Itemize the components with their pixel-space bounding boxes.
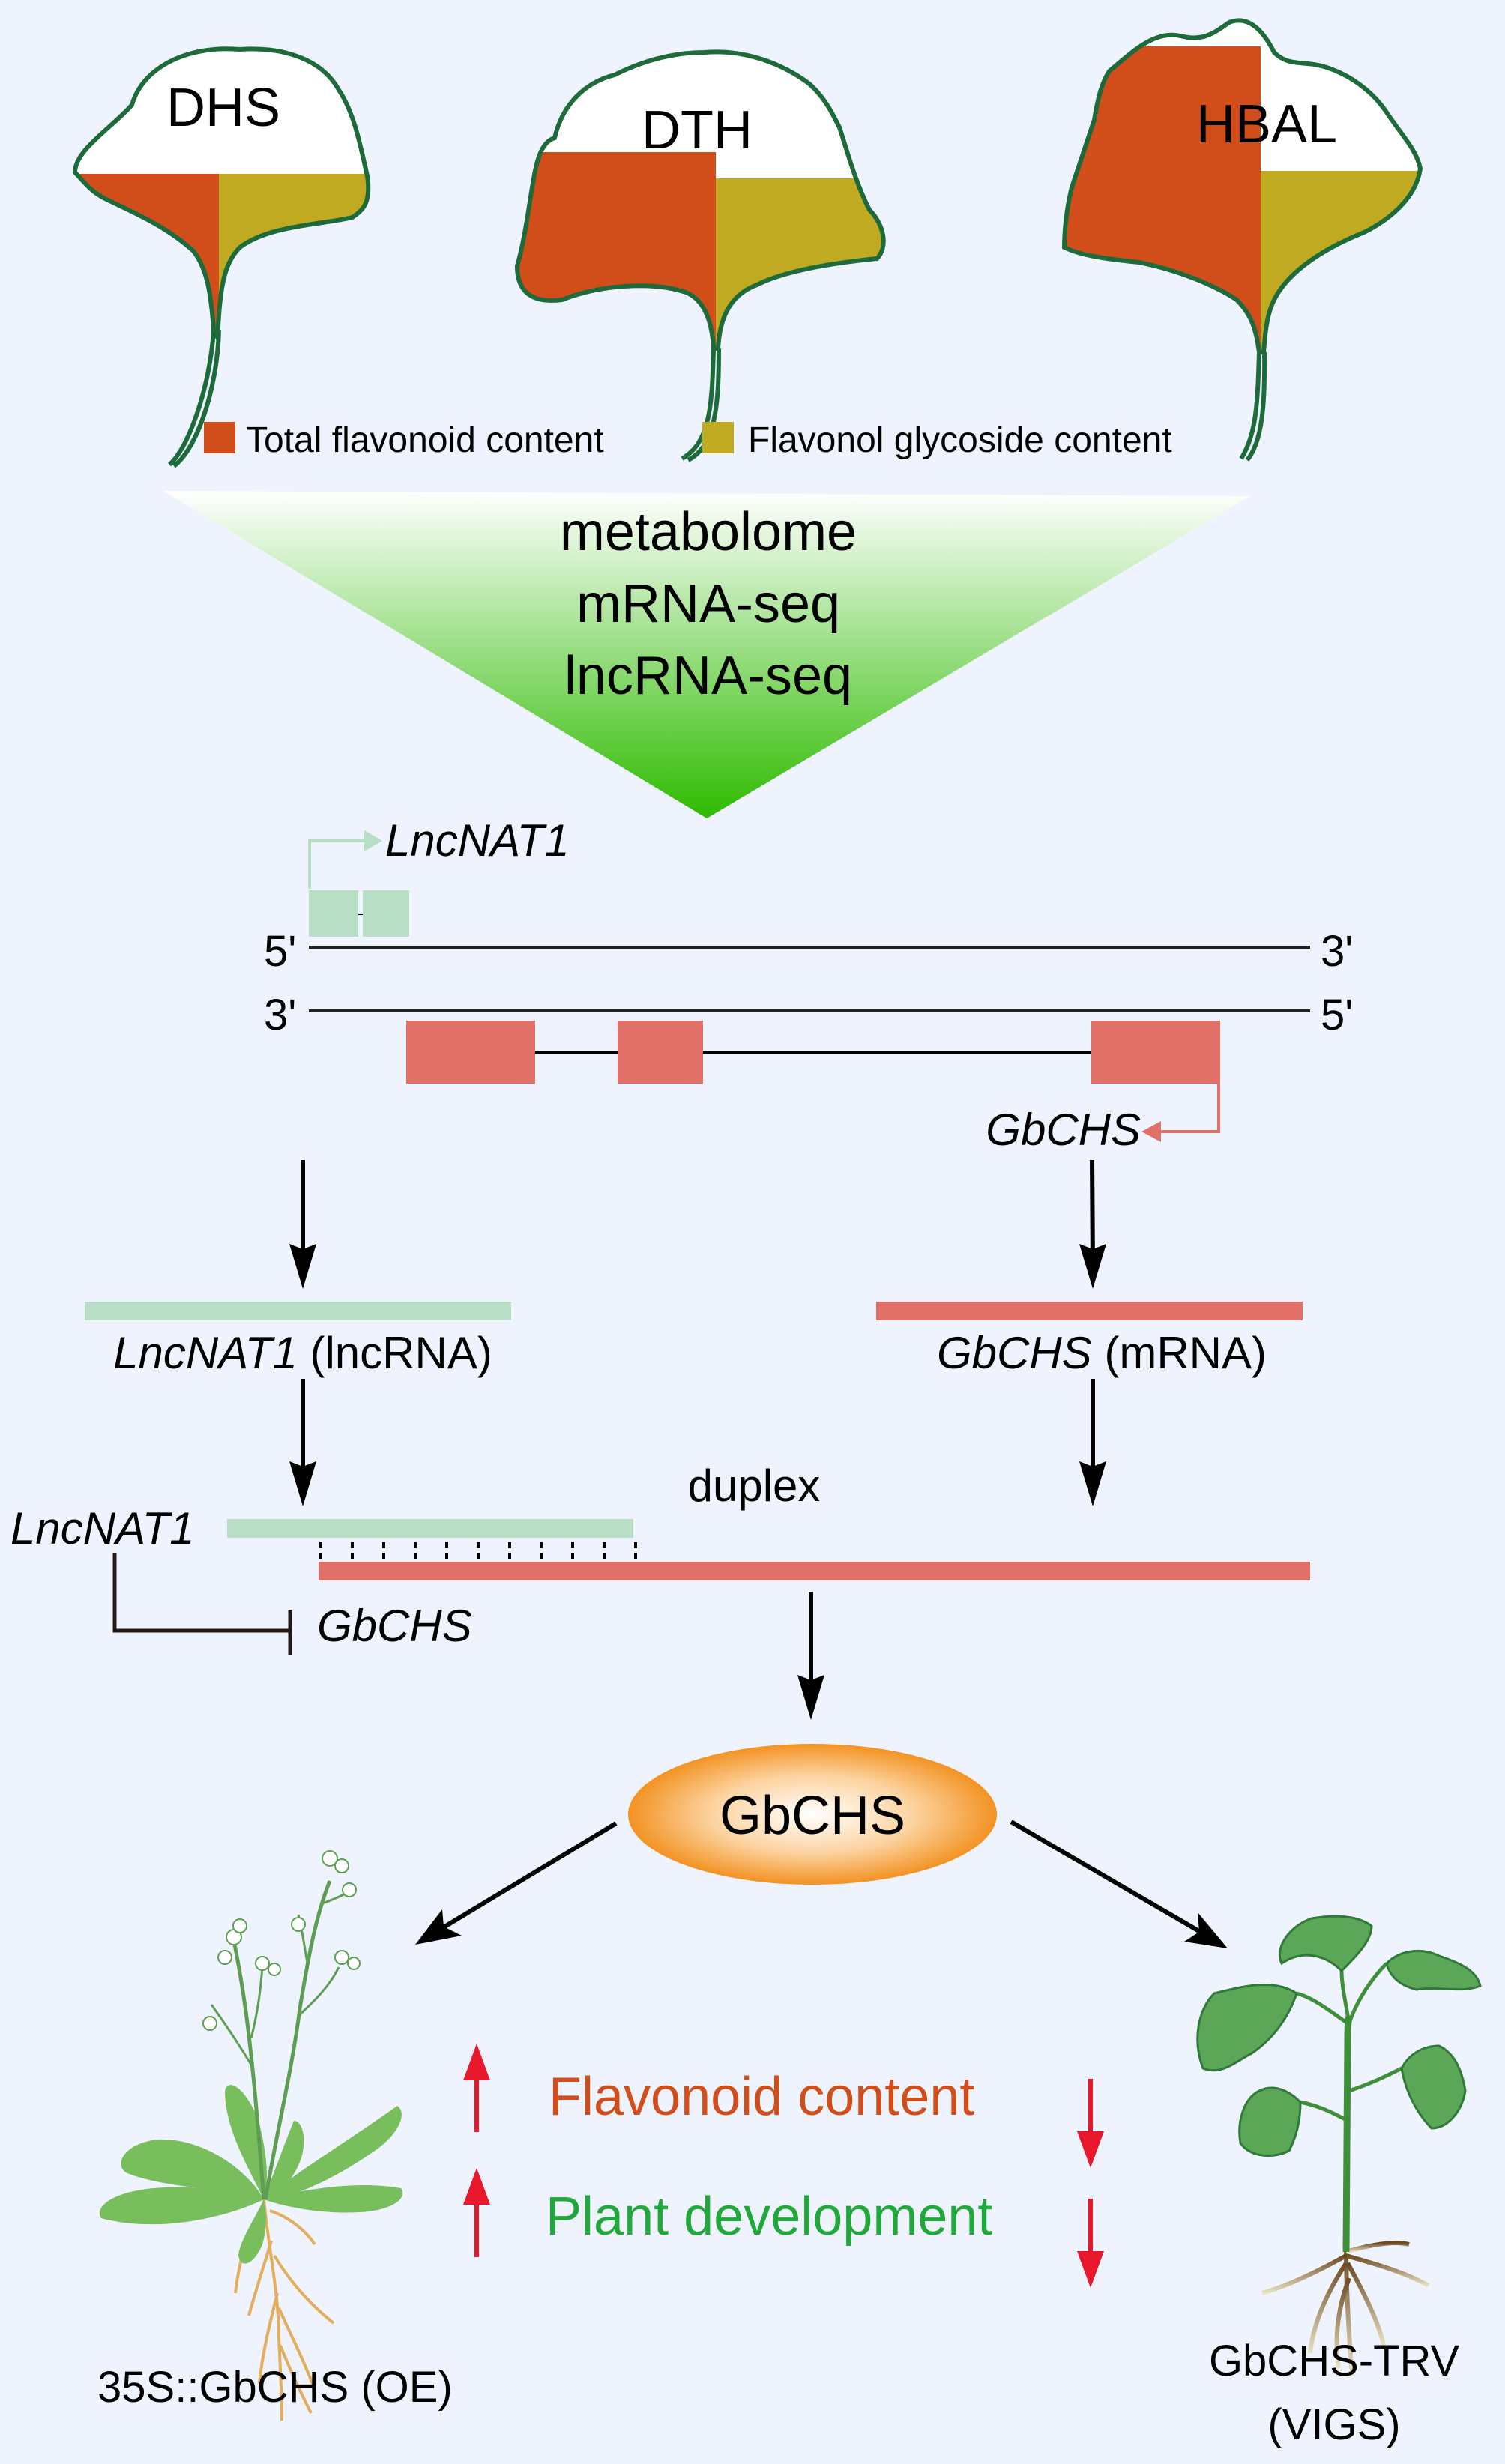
- arrowhead-left-down: [415, 1909, 462, 1945]
- legend-swatch-total-flavonoid: [204, 422, 235, 453]
- gbchs-tss-arrow: [1158, 1084, 1220, 1133]
- flower: [334, 1950, 349, 1965]
- effect-arrows: [415, 1820, 1228, 1948]
- down-arrow-icon: [1077, 2079, 1104, 2168]
- duplex-label: duplex: [688, 1461, 821, 1511]
- transcription-arrows: [289, 1159, 1106, 1289]
- flower: [232, 1918, 247, 1933]
- inhibition-line: [112, 1553, 290, 1633]
- ginkgo-seedling-icon: [1196, 1915, 1482, 2376]
- gbchs-protein: GbCHS: [628, 1744, 997, 1885]
- vigs-plant-label-line2: (VIGS): [1267, 2400, 1400, 2449]
- gbchs-exon-1: [406, 1021, 535, 1084]
- gene-locus: LncNAT1 5' 3' 3' 5' GbCHS: [264, 815, 1353, 1155]
- down-arrow-icon: [1077, 2199, 1104, 2288]
- transcripts: LncNAT1 (lncRNA) GbCHS (mRNA): [85, 1302, 1303, 1378]
- lncnat1-locus-label: LncNAT1: [385, 815, 570, 866]
- arrowhead-down: [1079, 1244, 1106, 1289]
- legend-swatch-flavonol-glycoside: [702, 422, 734, 453]
- ginkgo-leaf: [1385, 1949, 1482, 1991]
- arrowhead-right-down: [1184, 1912, 1228, 1948]
- dth-total-flavonoid-fill: [517, 152, 716, 348]
- lncrna-transcript-bar: [85, 1302, 511, 1320]
- legend-label-total-flavonoid: Total flavonoid content: [246, 420, 604, 460]
- bottom-strand-3prime: 3': [264, 991, 296, 1039]
- gbchs-exon-2: [618, 1021, 703, 1084]
- flower: [217, 1950, 232, 1965]
- effect-flavonoid-content: Flavonoid content: [549, 2067, 974, 2127]
- rosette-leaf: [264, 2106, 402, 2199]
- top-strand-5prime: 5': [264, 927, 296, 976]
- effect-plant-development: Plant development: [546, 2187, 992, 2247]
- omics-metabolome: metabolome: [560, 502, 857, 562]
- rna-duplex: duplex LncNAT1 GbCHS: [10, 1461, 1310, 1655]
- dhs-total-flavonoid-fill: [75, 174, 219, 337]
- gbchs-tss-arrowhead: [1141, 1121, 1161, 1142]
- legend-label-flavonol-glycoside: Flavonol glycoside content: [748, 420, 1172, 460]
- arrowhead-down: [289, 1461, 316, 1506]
- flower: [347, 1957, 361, 1970]
- protein-label: GbCHS: [720, 1786, 905, 1846]
- gbchs-locus-label: GbCHS: [986, 1105, 1141, 1155]
- oe-plant-label: 35S::GbCHS (OE): [97, 2363, 453, 2412]
- leaf-dhs: DHS: [72, 46, 371, 468]
- duplex-arrows: [289, 1379, 1106, 1506]
- flower: [255, 1956, 270, 1971]
- omics-mrna-seq: mRNA-seq: [576, 574, 840, 634]
- arabidopsis-plant-icon: [99, 1850, 403, 2421]
- leaf-label-dth: DTH: [642, 100, 752, 160]
- gbchs-exon-3: [1091, 1021, 1220, 1084]
- vigs-plant-label-line1: GbCHS-TRV: [1209, 2337, 1459, 2385]
- funnel-triangle: [163, 491, 1250, 818]
- up-arrow-icon: [463, 2044, 490, 2132]
- rosette-leaf: [99, 2187, 264, 2225]
- flower: [268, 1963, 281, 1976]
- inhibited-gbchs-label: GbCHS: [317, 1601, 472, 1651]
- dhs-flavonol-glycoside-fill: [219, 174, 369, 337]
- leaf-label-dhs: DHS: [166, 78, 280, 138]
- protein-ellipse: [628, 1744, 997, 1885]
- base-pairs: [319, 1542, 637, 1559]
- seedling-stem: [1342, 2015, 1353, 2253]
- lncnat1-tss-arrowhead: [364, 830, 382, 851]
- top-strand-3prime: 3': [1321, 927, 1353, 976]
- lncnat1-tss-arrow: [308, 839, 367, 889]
- effects: Flavonoid content Plant development: [463, 2044, 1104, 2288]
- ginkgo-leaf: [1238, 2086, 1302, 2157]
- duplex-gbchs-strand: [319, 1562, 1310, 1580]
- lncnat1-exon-2: [363, 890, 409, 937]
- rosette-leaf: [264, 2184, 403, 2213]
- bottom-strand-5prime: 5': [1321, 991, 1353, 1039]
- ginkgo-leaf: [1400, 2044, 1467, 2130]
- hbal-total-flavonoid-fill: [1064, 46, 1261, 353]
- leaf-hbal: HBAL: [1061, 18, 1423, 462]
- rosette-leaf: [238, 2199, 266, 2264]
- legend: Total flavonoid content Flavonol glycosi…: [204, 420, 1172, 460]
- arrowhead-down: [1079, 1461, 1106, 1506]
- rosette-leaf: [264, 2121, 304, 2199]
- lncrna-transcript-label: LncNAT1 (lncRNA): [113, 1328, 492, 1378]
- flower: [202, 2016, 217, 2031]
- lncnat1-exon-1: [309, 890, 358, 937]
- leaf-label-hbal: HBAL: [1196, 94, 1337, 154]
- omics-lncrna-seq: lncRNA-seq: [564, 646, 852, 706]
- duplex-lncnat1-label: LncNAT1: [10, 1503, 195, 1553]
- ginkgo-leaf: [1278, 1915, 1373, 1973]
- ginkgo-leaf: [1196, 1984, 1298, 2072]
- arrowhead-down: [289, 1244, 316, 1289]
- rosette-leaf: [225, 2085, 267, 2199]
- flower: [334, 1858, 349, 1873]
- flower: [291, 1917, 306, 1932]
- up-arrow-icon: [463, 2168, 490, 2257]
- flower: [342, 1882, 357, 1897]
- leaf-dth: DTH: [514, 49, 886, 462]
- rosette-leaf: [121, 2139, 264, 2199]
- omics-funnel: metabolome mRNA-seq lncRNA-seq: [163, 491, 1250, 818]
- arrowhead-down: [797, 1675, 824, 1720]
- duplex-lncnat1-strand: [227, 1519, 633, 1538]
- mrna-transcript-bar: [876, 1302, 1303, 1320]
- mrna-transcript-label: GbCHS (mRNA): [937, 1328, 1267, 1378]
- flower: [322, 1850, 338, 1867]
